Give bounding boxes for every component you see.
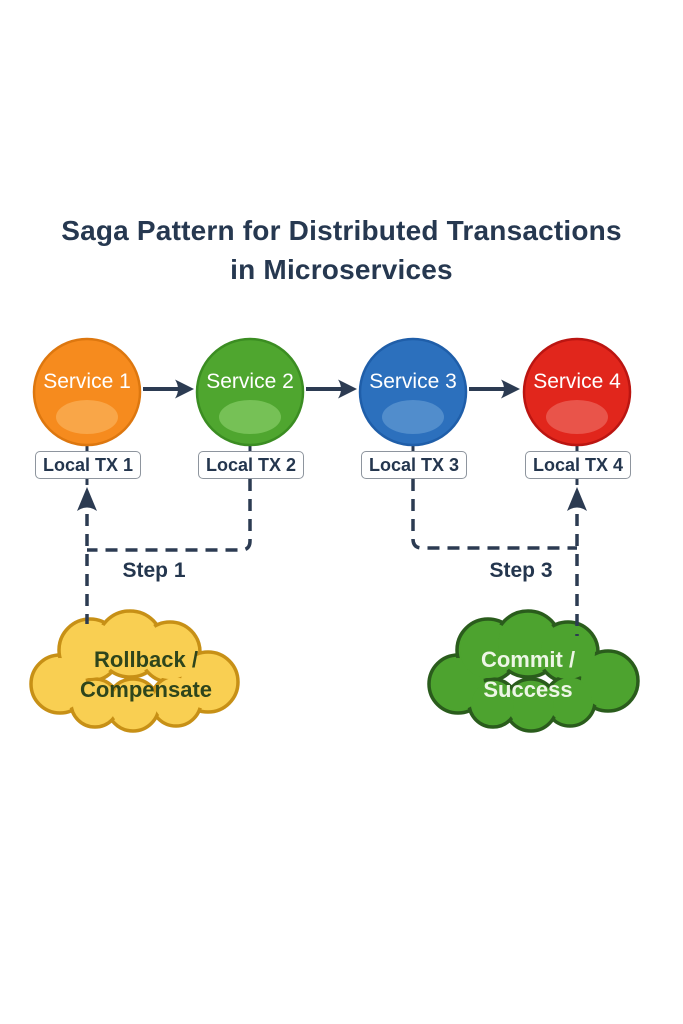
up-arrowhead-tx1 bbox=[77, 487, 97, 511]
page-title-line1: Saga Pattern for Distributed Transaction… bbox=[61, 215, 622, 246]
service-2-label: Service 2 bbox=[206, 370, 294, 393]
local-tx-4-box: Local TX 4 bbox=[525, 451, 631, 479]
local-tx-2-box: Local TX 2 bbox=[198, 451, 304, 479]
flow-arrowhead-3-4 bbox=[501, 379, 520, 399]
up-arrowhead-tx4 bbox=[567, 487, 587, 511]
service-2-highlight bbox=[219, 400, 281, 434]
commit-cloud-line2: Success bbox=[483, 677, 573, 702]
local-tx-3-box: Local TX 3 bbox=[361, 451, 467, 479]
local-tx-1-box: Local TX 1 bbox=[35, 451, 141, 479]
step-3-label: Step 3 bbox=[489, 559, 553, 582]
rollback-cloud-label: Rollback / Compensate bbox=[46, 645, 246, 705]
dashed-paths-group bbox=[85, 479, 579, 636]
rollback-cloud-fill bbox=[34, 614, 235, 728]
connector-stubs-group bbox=[85, 444, 579, 485]
commit-cloud-line1: Commit / bbox=[480, 647, 576, 672]
commit-cloud-label: Commit / Success bbox=[428, 645, 628, 705]
service-3-highlight bbox=[382, 400, 444, 434]
flow-arrowhead-1-2 bbox=[175, 379, 194, 399]
service-4-highlight bbox=[546, 400, 608, 434]
service-circles-group bbox=[32, 337, 632, 447]
step-1-label: Step 1 bbox=[122, 559, 186, 582]
rollback-cloud-line1: Rollback / bbox=[94, 647, 198, 672]
rollback-cloud-line2: Compensate bbox=[79, 677, 213, 702]
flow-arrowhead-2-3 bbox=[338, 379, 357, 399]
service-3-label: Service 3 bbox=[369, 370, 457, 393]
dashed-path-tx3-to-step3 bbox=[411, 479, 577, 550]
service-4-label: Service 4 bbox=[533, 370, 621, 393]
page-title: Saga Pattern for Distributed Transaction… bbox=[0, 211, 683, 289]
flow-arrows-group bbox=[143, 379, 520, 399]
dashed-path-tx2-to-step1 bbox=[87, 479, 252, 552]
commit-cloud-fill bbox=[432, 614, 635, 728]
service-1-label: Service 1 bbox=[43, 370, 131, 393]
page-title-line2: in Microservices bbox=[230, 254, 453, 285]
service-1-highlight bbox=[56, 400, 118, 434]
up-arrowheads-group bbox=[77, 487, 587, 511]
